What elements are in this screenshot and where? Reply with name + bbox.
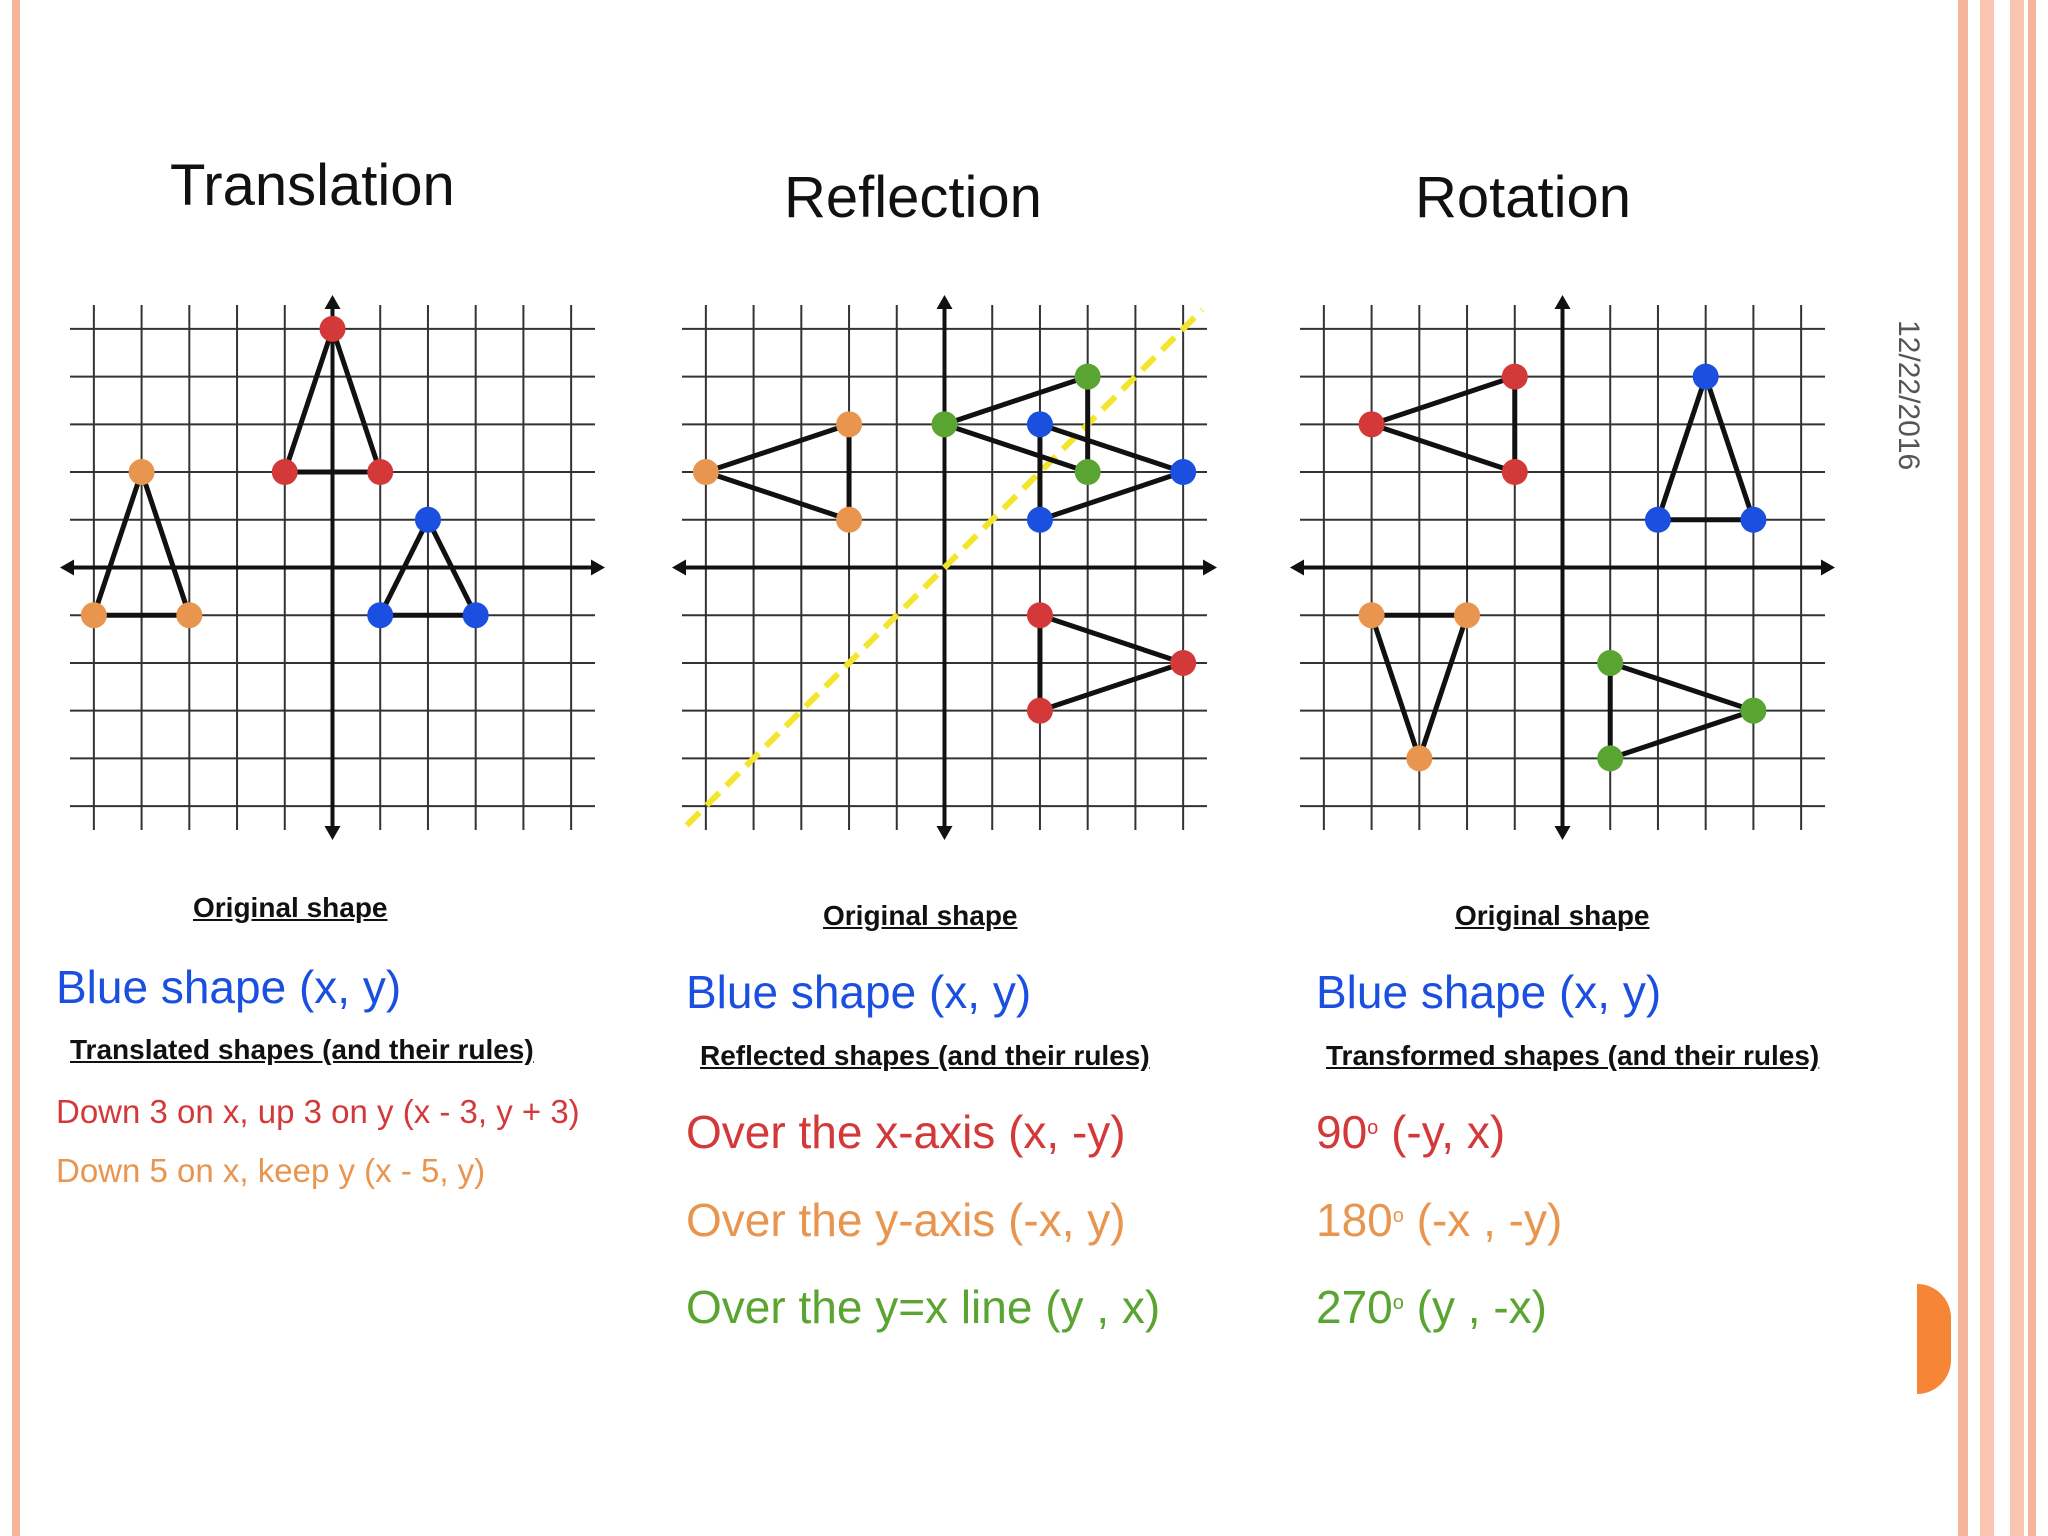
rotation-angle-90: 90 xyxy=(1316,1106,1368,1158)
rotation-original-heading: Original shape xyxy=(1455,900,1650,931)
blue-vertex-dot xyxy=(1740,506,1767,533)
translation-original-heading: Original shape xyxy=(193,892,388,923)
red-vertex-dot xyxy=(1026,697,1053,724)
rotation-formula-270: (y , -x) xyxy=(1416,1281,1547,1333)
orange-vertex-dot xyxy=(1454,602,1481,629)
reflection-rules-heading: Reflected shapes (and their rules) xyxy=(700,1040,1150,1071)
orange-vertex-dot xyxy=(176,602,203,629)
green-triangle xyxy=(942,374,1091,475)
red-vertex-dot xyxy=(1170,649,1197,676)
reflection-blue-label: Blue shape (x, y) xyxy=(686,966,1032,1018)
translation-rules-heading: Translated shapes (and their rules) xyxy=(70,1034,534,1065)
slide-border-left xyxy=(0,0,24,1536)
red-triangle xyxy=(1037,612,1186,714)
orange-vertex-dot xyxy=(836,411,863,438)
translation-grid xyxy=(60,295,605,840)
reflection-title: Reflection xyxy=(784,165,1042,230)
x-axis-arrow-left xyxy=(60,559,74,576)
orange-vertex-dot xyxy=(836,506,863,533)
rotation-formula-90: (-y, x) xyxy=(1391,1106,1506,1158)
orange-triangle xyxy=(703,421,852,523)
orange-vertex-dot xyxy=(692,459,719,486)
y-axis-arrow-up xyxy=(936,295,953,309)
reflection-rule-red: Over the x-axis (x, -y) xyxy=(686,1106,1126,1158)
blue-triangle xyxy=(1037,421,1186,523)
x-axis-arrow-left xyxy=(672,559,686,576)
rotation-rule-90: 90o (-y, x) xyxy=(1316,1105,1505,1159)
blue-vertex-dot xyxy=(1692,363,1719,390)
reflection-original-heading: Original shape xyxy=(823,900,1018,931)
blue-triangle xyxy=(377,517,479,618)
red-triangle xyxy=(282,326,383,475)
orange-vertex-dot xyxy=(80,602,107,629)
red-vertex-dot xyxy=(1501,459,1528,486)
green-vertex-dot xyxy=(1074,363,1101,390)
translation-title: Translation xyxy=(170,153,455,218)
blue-vertex-dot xyxy=(367,602,394,629)
blue-vertex-dot xyxy=(1026,506,1053,533)
blue-vertex-dot xyxy=(1170,459,1197,486)
green-triangle xyxy=(1607,660,1756,761)
green-vertex-dot xyxy=(1597,649,1624,676)
rotation-formula-180: (-x , -y) xyxy=(1416,1194,1563,1246)
slide-border-right xyxy=(1958,0,2048,1536)
blue-vertex-dot xyxy=(1644,506,1671,533)
reflection-rule-orange: Over the y-axis (-x, y) xyxy=(686,1194,1126,1246)
blue-vertex-dot xyxy=(1026,411,1053,438)
x-axis-arrow-right xyxy=(1203,559,1217,576)
orange-triangle xyxy=(91,469,192,618)
orange-vertex-dot xyxy=(1358,602,1385,629)
green-vertex-dot xyxy=(931,411,958,438)
x-axis-arrow-right xyxy=(591,559,605,576)
reflection-rule-green: Over the y=x line (y , x) xyxy=(686,1281,1161,1333)
green-vertex-dot xyxy=(1074,459,1101,486)
translation-rule-red: Down 3 on x, up 3 on y (x - 3, y + 3) xyxy=(56,1093,580,1130)
rotation-angle-180: 180 xyxy=(1316,1194,1393,1246)
rotation-blue-label: Blue shape (x, y) xyxy=(1316,966,1662,1018)
reflection-grid xyxy=(672,295,1217,840)
red-vertex-dot xyxy=(367,459,394,486)
rotation-rules-heading: Transformed shapes (and their rules) xyxy=(1326,1040,1820,1071)
y-axis-arrow-up xyxy=(324,295,341,309)
red-triangle xyxy=(1369,374,1518,475)
degree-mark: o xyxy=(1392,1292,1404,1314)
x-axis-arrow-left xyxy=(1290,559,1304,576)
rotation-rule-270: 270o (y , -x) xyxy=(1316,1280,1547,1334)
blue-vertex-dot xyxy=(462,602,489,629)
degree-mark: o xyxy=(1367,1117,1379,1139)
rotation-title: Rotation xyxy=(1415,165,1632,230)
degree-mark: o xyxy=(1392,1205,1404,1227)
x-axis-arrow-right xyxy=(1821,559,1835,576)
red-vertex-dot xyxy=(1026,602,1053,629)
y-axis-arrow-down xyxy=(1554,826,1571,840)
y-equals-x-line xyxy=(684,307,1205,828)
rotation-rule-180: 180o (-x , -y) xyxy=(1316,1193,1562,1247)
red-vertex-dot xyxy=(319,315,346,342)
translation-blue-label: Blue shape (x, y) xyxy=(56,961,402,1013)
orange-triangle xyxy=(1369,612,1470,761)
rotation-grid xyxy=(1290,295,1835,840)
y-axis-arrow-down xyxy=(324,826,341,840)
green-vertex-dot xyxy=(1740,697,1767,724)
red-vertex-dot xyxy=(1358,411,1385,438)
y-axis-arrow-up xyxy=(1554,295,1571,309)
rotation-angle-270: 270 xyxy=(1316,1281,1393,1333)
green-vertex-dot xyxy=(1597,745,1624,772)
red-vertex-dot xyxy=(271,459,298,486)
blue-vertex-dot xyxy=(414,506,441,533)
red-vertex-dot xyxy=(1501,363,1528,390)
slide-date: 12/22/2016 xyxy=(1892,320,1925,471)
translation-rule-orange: Down 5 on x, keep y (x - 5, y) xyxy=(56,1152,486,1189)
slide-tab-decoration xyxy=(1917,1284,1951,1394)
blue-triangle xyxy=(1655,374,1756,523)
y-axis-arrow-down xyxy=(936,826,953,840)
orange-vertex-dot xyxy=(1406,745,1433,772)
orange-vertex-dot xyxy=(128,459,155,486)
